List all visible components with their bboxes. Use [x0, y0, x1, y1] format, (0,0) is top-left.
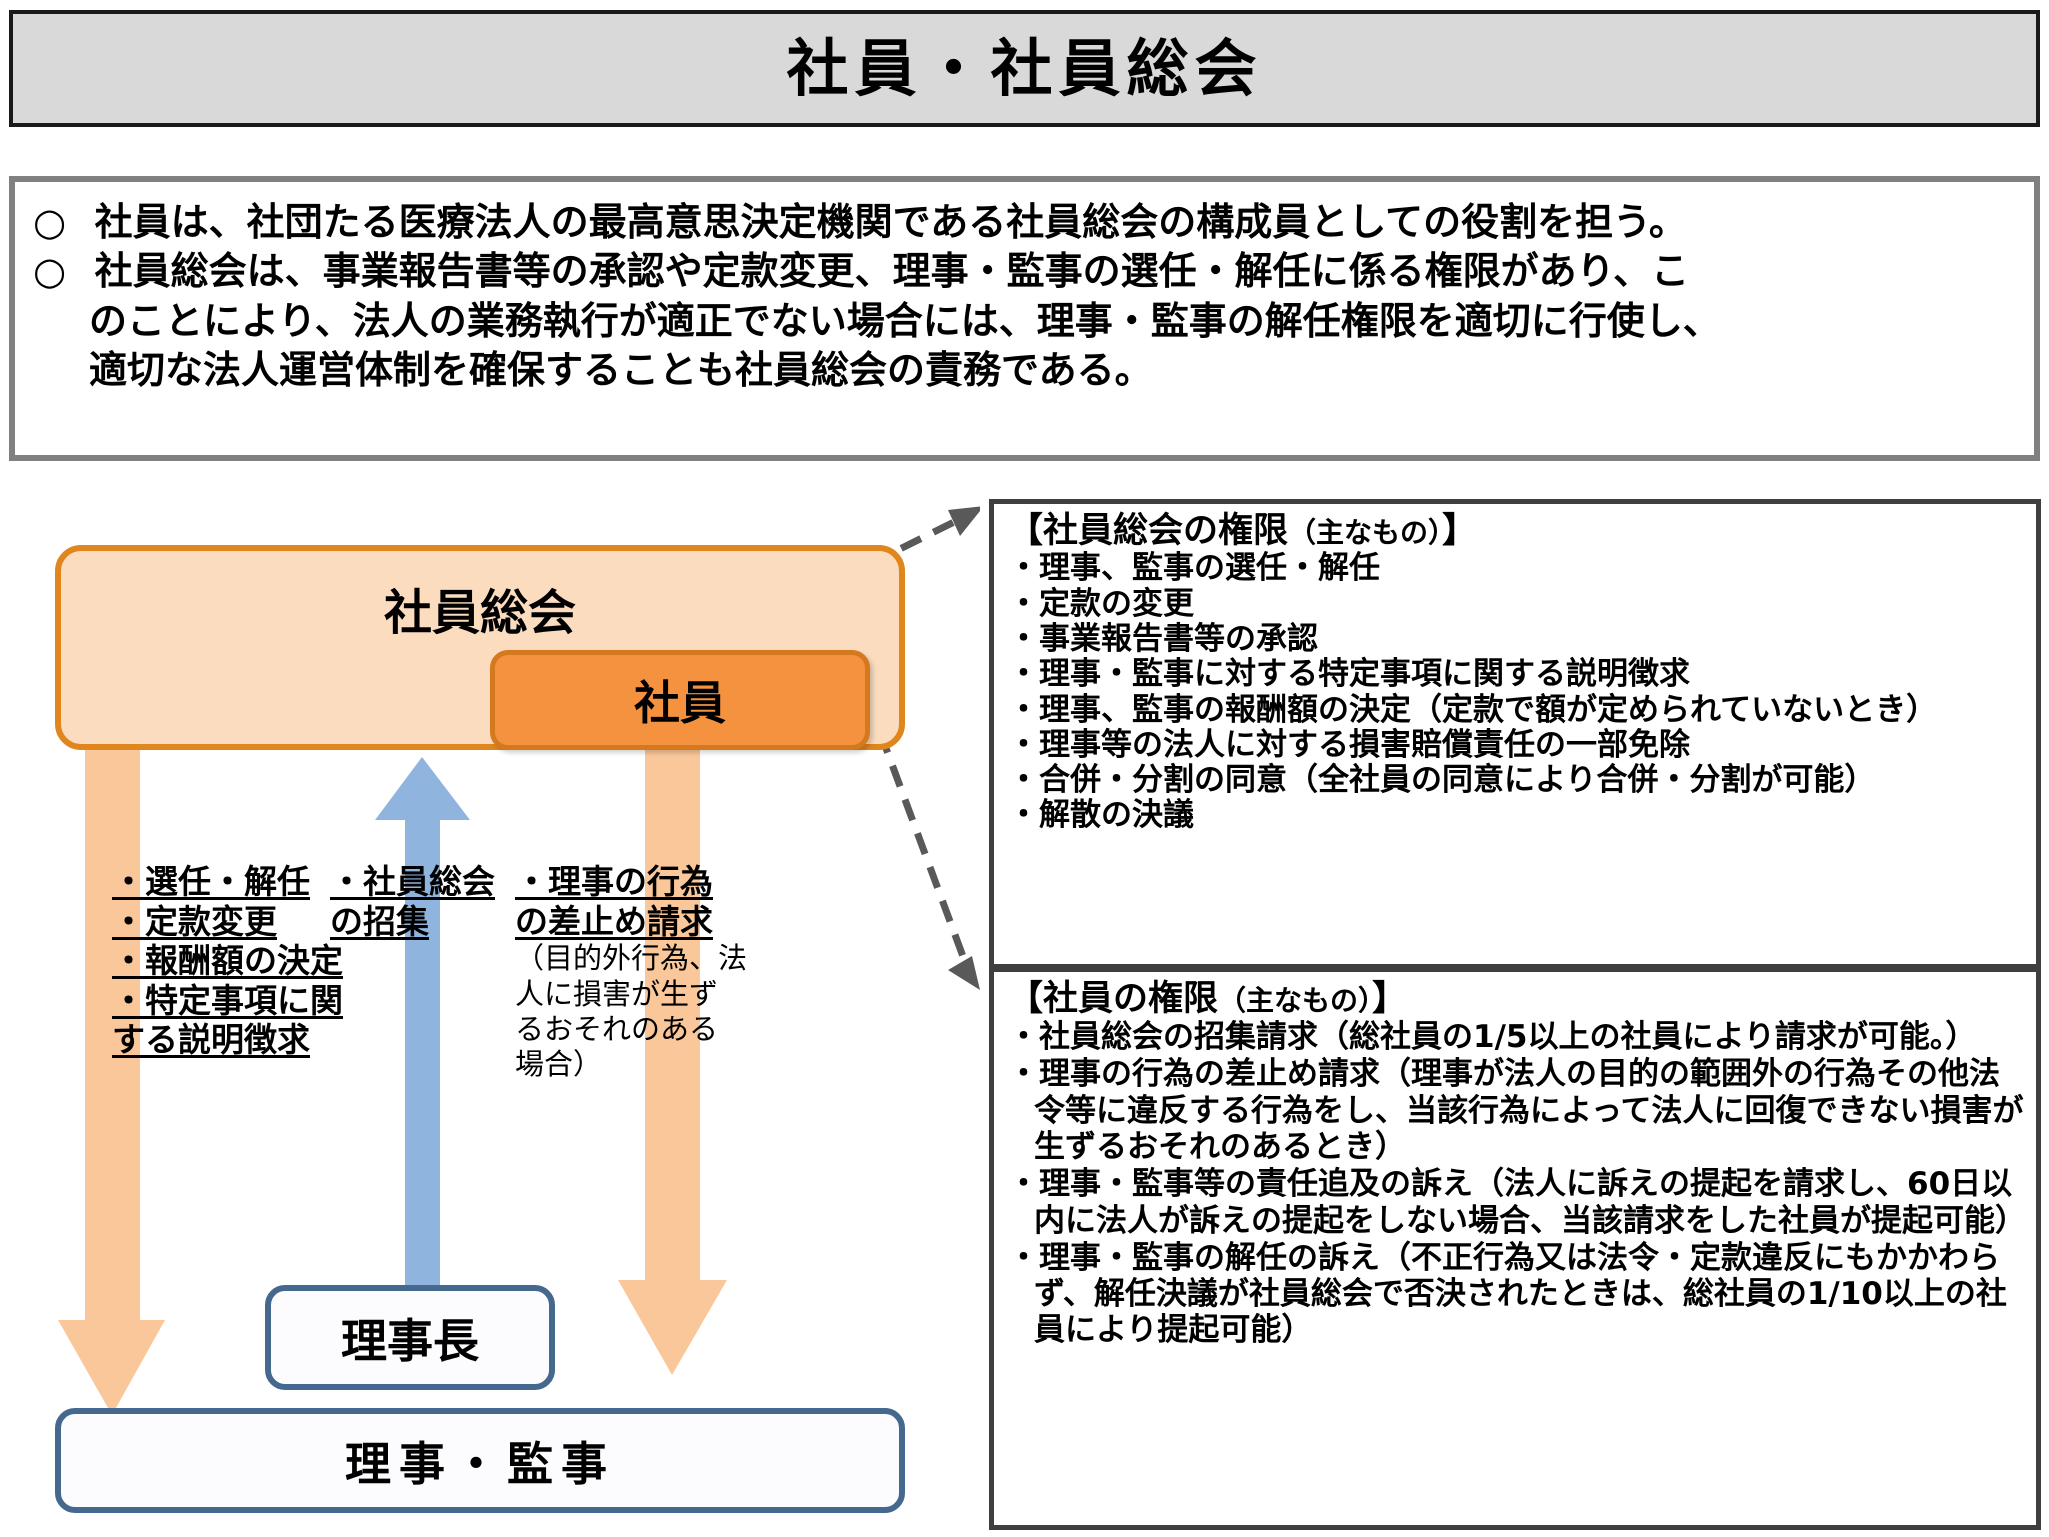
description-line-1: ○ 社員は、社団たる医療法人の最高意思決定機関である社員総会の構成員としての役割…: [33, 198, 2016, 247]
org-diagram: 社員総会 社員 ・選任・解任 ・定款変更 ・報酬額の決定 ・特定事項に関 する説…: [0, 470, 980, 1537]
panel-soukai-title-close: 】: [1442, 511, 1478, 551]
arrow-left-caption: ・選任・解任 ・定款変更 ・報酬額の決定 ・特定事項に関 する説明徴求: [112, 862, 343, 1060]
panel-soukai-authority-list: ・理事、監事の選任・解任 ・定款の変更 ・事業報告書等の承認 ・理事・監事に対す…: [1008, 550, 2026, 834]
panel-soukai-title-main: 【社員総会の権限: [1008, 511, 1289, 551]
arrow-left-caption-line-2: ・定款変更: [112, 901, 277, 941]
panel-shain-title-main: 【社員の権限: [1008, 979, 1219, 1019]
description-line-4: 適切な法人運営体制を確保することも社員総会の責務である。: [89, 348, 1153, 393]
rijicho-box-label: 理事長: [341, 1313, 479, 1368]
list-item: ・理事、監事の選任・解任: [1008, 550, 1380, 587]
list-item-rest: 可能。）: [1867, 1019, 1977, 1056]
list-item: ・理事・監事等の責任追及の訴え（法人に訴えの提起を請求し、60日以内に法人が訴え…: [1008, 1166, 2026, 1239]
panel-shain-authority-list: ・社員総会の招集請求（総社員の1/5以上の社員により請求が可能。） ・理事の行為…: [1008, 1019, 2026, 1348]
arrow-middle-caption: ・社員総会 の招集: [330, 862, 495, 941]
list-item: ・合併・分割の同意（全社員の同意により合併・分割が可能）: [1008, 762, 1876, 799]
arrow-right-subcaption-line-2: 人に損害が生ず: [515, 976, 719, 1011]
arrow-left-caption-line-1: ・選任・解任: [112, 862, 310, 901]
list-item: ・解散の決議: [1008, 797, 1194, 834]
list-item: ・事業報告書等の承認: [1008, 620, 1318, 657]
list-item: ・定款の変更: [1008, 585, 1194, 622]
rijicho-box[interactable]: 理事長: [265, 1285, 555, 1390]
description-line-3: のことにより、法人の業務執行が適正でない場合には、理事・監事の解任権限を適切に行…: [89, 298, 1721, 343]
arrow-right-caption: ・理事の行為 の差止め請求 （目的外行為、法 人に損害が生ず るおそれのある 場…: [515, 862, 747, 1083]
arrow-left-caption-line-3: ・報酬額の決定: [112, 941, 343, 981]
list-item: ・理事、監事の報酬額の決定（定款で額が定められていないとき）: [1008, 691, 1938, 728]
list-item: ・社員総会の招集請求（総社員の1/5以上の社員により請求が可能。）: [1008, 1019, 2026, 1055]
list-item: ・理事・監事に対する特定事項に関する説明徴求: [1008, 656, 1690, 693]
arrow-up-middle-blue: [375, 757, 470, 1315]
panel-shain-authority-title: 【社員の権限（主なもの）】: [1008, 979, 2026, 1019]
diagram-arrows-layer: [58, 506, 980, 1415]
list-item: ・理事・監事の解任の訴え（不正行為又は法令・定款違反にもかかわらず、解任決議が社…: [1008, 1240, 2026, 1349]
dashed-connector-shain: [876, 730, 980, 990]
description-line-1-text: 社員は、社団たる医療法人の最高意思決定機関である社員総会の構成員としての役割を担…: [94, 200, 1687, 244]
panel-soukai-authority: 【社員総会の権限（主なもの）】 ・理事、監事の選任・解任 ・定款の変更 ・事業報…: [989, 499, 2041, 969]
panel-shain-title-small: （主なもの）: [1218, 984, 1373, 1017]
arrow-down-left-orange: [58, 720, 165, 1415]
soukai-box-label: 社員総会: [383, 585, 576, 641]
list-item-rest: その他法令等に違反する行為をし、当該行為によって法人に回復できない損害が生ずるお…: [1034, 1056, 2024, 1165]
panel-soukai-authority-title: 【社員総会の権限（主なもの）】: [1008, 511, 2026, 551]
panel-shain-authority: 【社員の権限（主なもの）】 ・社員総会の招集請求（総社員の1/5以上の社員により…: [989, 967, 2041, 1530]
description-line-2: ○ 社員総会は、事業報告書等の承認や定款変更、理事・監事の選任・解任に係る権限が…: [33, 247, 2016, 296]
arrow-middle-caption-line-2: の招集: [330, 901, 429, 941]
list-item-lead: ・理事・監事の解任の訴え（不正行為又は法令・定款違反にもか: [1008, 1239, 1907, 1276]
arrow-left-caption-line-5: する説明徴求: [112, 1020, 310, 1060]
list-item-lead: ・理事・監事等の責任追及の訴え（法人に訴えの提起を請求し、: [1008, 1166, 1907, 1203]
list-item: ・理事等の法人に対する損害賠償責任の一部免除: [1008, 726, 1690, 763]
arrow-right-subcaption-line-3: るおそれのある: [515, 1011, 719, 1046]
arrow-left-caption-line-4: ・特定事項に関: [112, 980, 343, 1020]
list-item-lead: ・社員総会の招集請求（総社員の1/5以上の社員により請求が: [1008, 1019, 1868, 1056]
bullet-circle-2: ○: [33, 249, 69, 294]
shain-box[interactable]: 社員: [490, 650, 870, 750]
arrow-right-subcaption-line-4: 場合）: [515, 1047, 603, 1082]
list-item-lead: ・理事の行為の差止め請求（理事が法人の目的の範囲外の行為: [1008, 1056, 1876, 1093]
page-title: 社員・社員総会: [786, 31, 1263, 105]
list-item-rest: 60日以内に法人が訴えの提起をしない場合、当該請求をした社員が提起可能）: [1034, 1166, 2026, 1239]
shain-box-label: 社員: [634, 676, 726, 730]
list-item-rest: かわらず、解任決議が社員総会で否決されたときは、総社員の1/10以上の社員により…: [1034, 1239, 2007, 1349]
arrow-right-caption-line-1: ・理事の行為: [515, 862, 713, 901]
list-item: ・理事の行為の差止め請求（理事が法人の目的の範囲外の行為その他法令等に違反する行…: [1008, 1056, 2026, 1165]
riji-kanji-box-label: 理事・監事: [345, 1436, 615, 1491]
arrow-down-right-orange: [618, 725, 727, 1375]
arrow-right-caption-line-2: の差止め請求: [515, 901, 713, 941]
description-box: ○ 社員は、社団たる医療法人の最高意思決定機関である社員総会の構成員としての役割…: [9, 176, 2040, 461]
panel-soukai-title-small: （主なもの）: [1288, 516, 1443, 549]
description-line-2-text: 社員総会は、事業報告書等の承認や定款変更、理事・監事の選任・解任に係る権限があり…: [94, 249, 1690, 294]
arrow-right-subcaption-line-1: （目的外行為、法: [515, 941, 748, 976]
panel-shain-title-close: 】: [1372, 979, 1408, 1019]
riji-kanji-box[interactable]: 理事・監事: [55, 1408, 905, 1513]
arrow-middle-caption-line-1: ・社員総会: [330, 862, 495, 901]
slide-title-banner: 社員・社員総会: [9, 10, 2040, 127]
bullet-circle-1: ○: [33, 200, 69, 244]
